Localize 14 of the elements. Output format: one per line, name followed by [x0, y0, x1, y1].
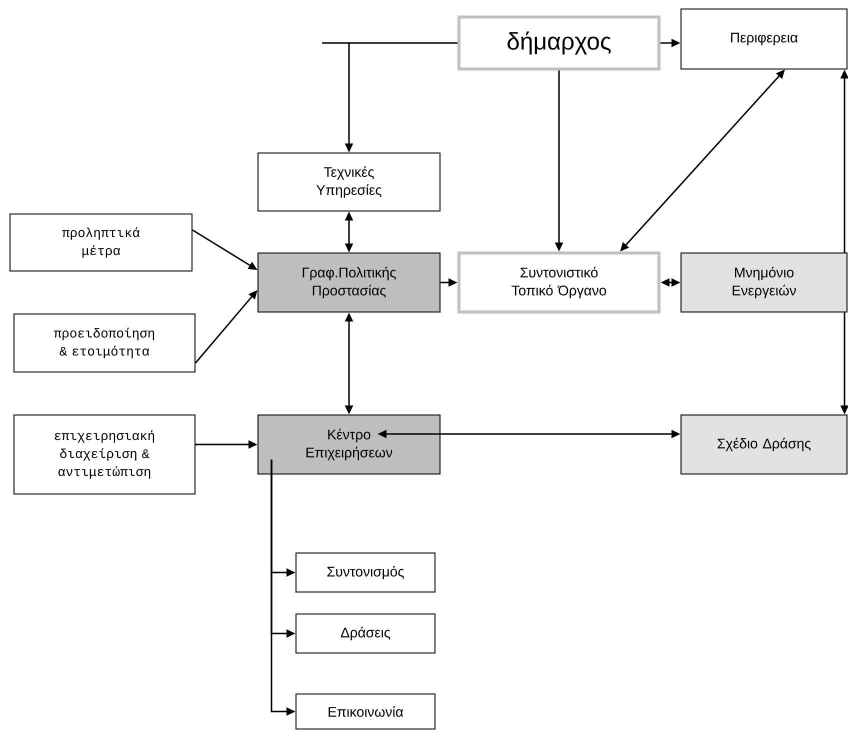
process-box: Σχέδιο Δράσης	[680, 414, 848, 474]
process-box: Τεχνικές Υπηρεσίες	[258, 152, 440, 212]
process-box: Περιφερεια	[680, 8, 848, 70]
process-box: Γραφ.Πολιτικής Προστασίας	[258, 252, 440, 312]
input-box: προειδοποίηση & ετοιμότητα	[14, 314, 196, 372]
process-box: Επικοινωνία	[296, 694, 436, 730]
process-box: Δράσεις	[296, 614, 436, 654]
process-box: Συντονισμός	[296, 552, 436, 592]
process-box: Μνημόνιο Ενεργειών	[680, 252, 848, 312]
process-box: Κέντρο Επιχειρήσεων	[258, 414, 440, 474]
mayor-box: δήμαρχος	[458, 16, 660, 70]
process-box: Συντονιστικό Τοπικό Όργανο	[458, 252, 660, 314]
input-box: επιχειρησιακή διαχείριση & αντιμετώπιση	[14, 414, 196, 494]
input-box: προληπτικά μέτρα	[10, 214, 192, 272]
